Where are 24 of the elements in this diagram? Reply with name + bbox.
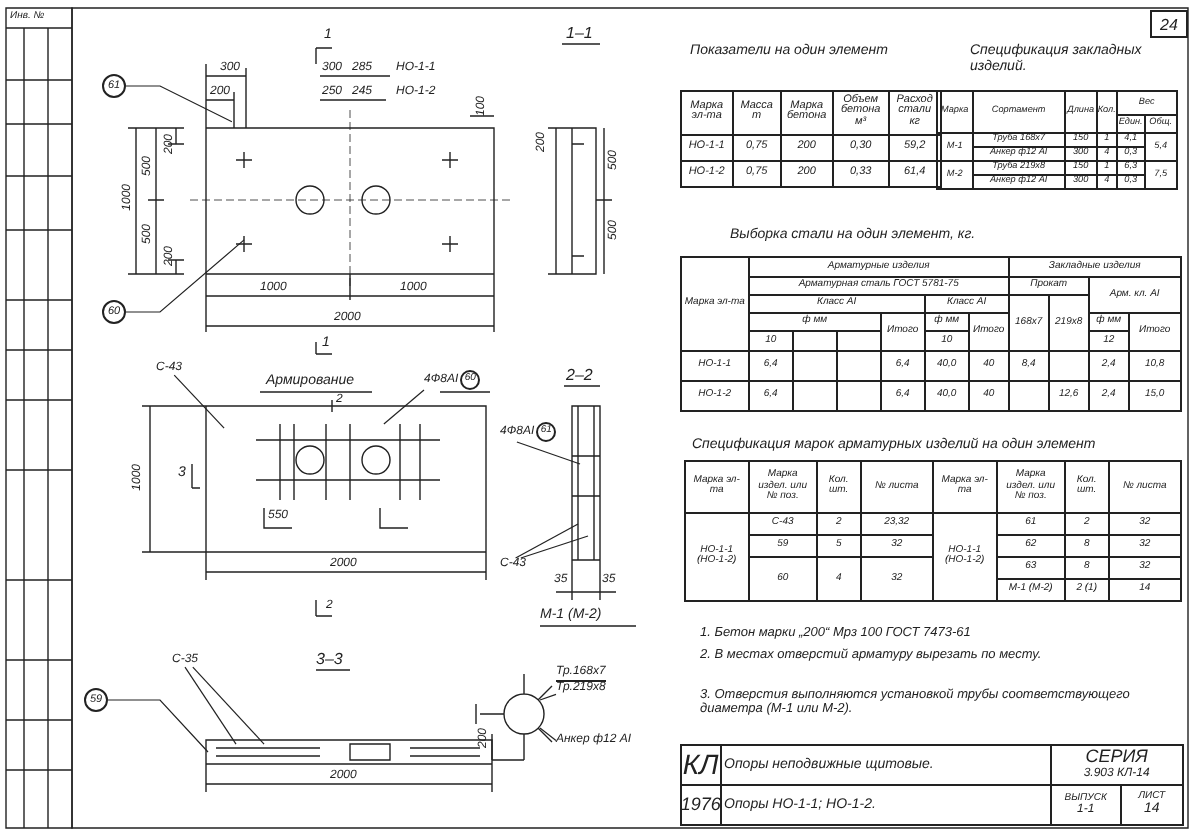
leader-line (173, 374, 225, 429)
leader-line (125, 85, 233, 123)
leader-line (516, 441, 581, 465)
leader-line (184, 666, 237, 745)
title-block-text: СЕРИЯ (1085, 748, 1148, 767)
title-block-text: КЛ (680, 744, 722, 786)
leader-line (125, 239, 245, 313)
leader-line (539, 727, 557, 742)
view-title: 3–3 (316, 652, 343, 670)
section-2-2-drawing (539, 385, 637, 627)
leader-line (515, 523, 579, 559)
section-3-3-drawing (205, 669, 493, 793)
embedded-part-drawing (475, 673, 553, 761)
slab-plan-drawing (127, 47, 511, 355)
sheet-number: 24 (1150, 10, 1188, 38)
leader-line (539, 693, 557, 701)
view-title: 1–1 (566, 26, 593, 44)
reinforcement-plan-drawing (141, 391, 491, 617)
leader-line (520, 535, 589, 559)
leader-line (383, 389, 425, 425)
title-block-text: 1976 (680, 784, 722, 826)
leader-line (192, 666, 265, 745)
view-title: 2–2 (566, 368, 593, 386)
leader-line (107, 699, 209, 753)
